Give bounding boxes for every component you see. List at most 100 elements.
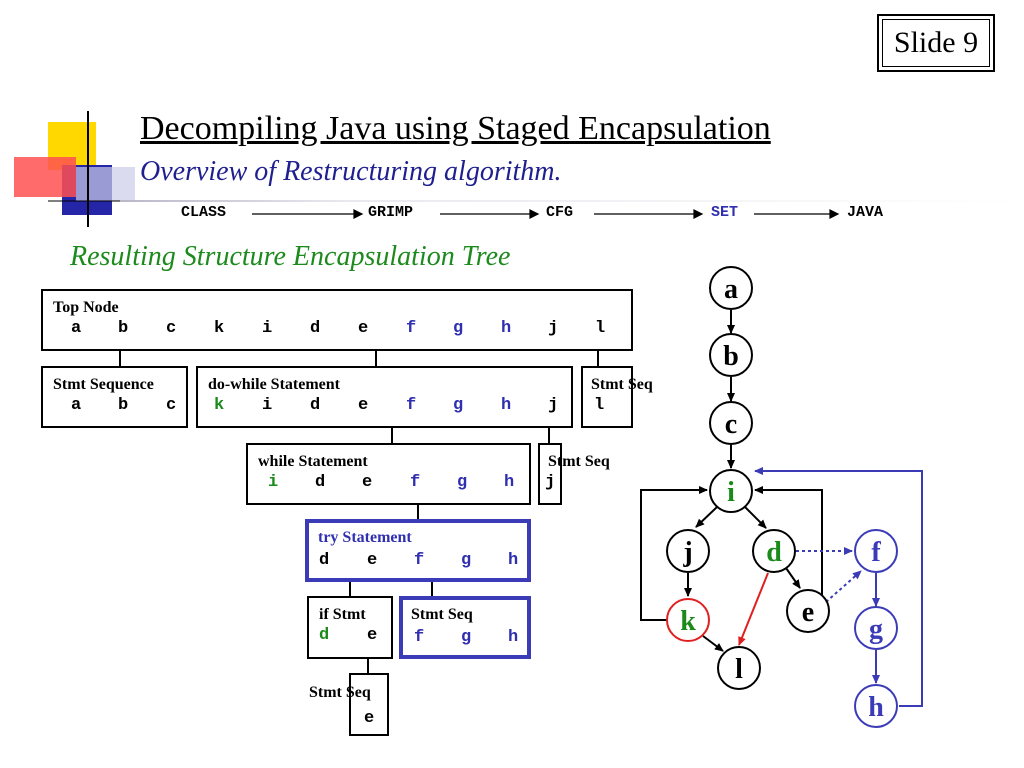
node-e: e <box>362 473 373 492</box>
tree-node-try-label: try Statement <box>318 529 412 546</box>
node-k: k <box>214 319 225 338</box>
page-title: Decompiling Java using Staged Encapsulat… <box>140 110 771 147</box>
tree-node-stmt-seq-l-nodes: l <box>583 396 631 420</box>
cfg-node-j: j <box>666 529 710 573</box>
tree-node-stmt-seq-e-label: Stmt Seq <box>309 684 371 701</box>
node-j: j <box>545 473 556 492</box>
tree-node-stmt-seq-j-label: Stmt Seq <box>548 453 610 470</box>
node-l: l <box>595 319 606 338</box>
node-d: d <box>319 626 330 645</box>
tree-node-while-nodes: i d e f g h <box>248 473 529 497</box>
tree-node-stmt-seq-fgh: Stmt Seq f g h <box>399 596 531 659</box>
control-flow-graph: a b c i j d f k e g l h <box>640 266 923 728</box>
svg-text:d: d <box>766 537 782 568</box>
svg-text:e: e <box>802 597 814 628</box>
node-c: c <box>166 319 177 338</box>
cfg-node-g: g <box>854 606 898 650</box>
pipeline-stage-class: CLASS <box>181 204 227 221</box>
node-h: h <box>508 551 519 570</box>
cfg-node-k: k <box>666 598 710 642</box>
pipeline-stage-grimp: GRIMP <box>368 204 414 221</box>
tree-node-top-nodes: a b c k i d e f g h j l <box>43 319 631 343</box>
tree-node-stmt-seq-fgh-label: Stmt Seq <box>411 606 473 623</box>
node-j: j <box>548 319 559 338</box>
tree-node-stmt-seq-j: j <box>538 443 562 505</box>
tree-node-while: while Statement i d e f g h <box>246 443 531 505</box>
node-d: d <box>310 396 321 415</box>
pipeline-arrows <box>252 209 840 219</box>
tree-node-stmt-seq-e: e <box>349 673 389 736</box>
page-subtitle: Overview of Restructuring algorithm. <box>140 156 562 187</box>
slide-number-box: Slide 9 <box>877 14 995 72</box>
edge-h-i-back <box>754 467 923 707</box>
svg-text:a: a <box>724 274 738 305</box>
node-g: g <box>453 319 464 338</box>
svg-text:b: b <box>723 341 739 372</box>
tree-node-stmt-seq-l-label: Stmt Seq <box>591 376 653 393</box>
tree-node-top: Top Node a b c k i d e f g h j l <box>41 289 633 351</box>
pipeline-bar: CLASS GRIMP CFG SET JAVA <box>0 200 1024 230</box>
edge-k-l <box>702 635 724 652</box>
cfg-node-b: b <box>709 333 753 377</box>
node-i: i <box>268 473 279 492</box>
edge-d-l <box>738 572 769 646</box>
node-e: e <box>358 319 369 338</box>
svg-text:k: k <box>680 606 696 637</box>
pipeline-stage-set: SET <box>711 204 739 221</box>
node-h: h <box>508 628 519 647</box>
node-g: g <box>461 551 472 570</box>
tree-node-try: try Statement d e f g h <box>305 519 531 582</box>
node-a: a <box>71 319 82 338</box>
edge-k-i-back <box>640 486 708 621</box>
tree-node-stmt-sequence-nodes: a b c <box>43 396 186 420</box>
tree-connectors <box>119 350 599 674</box>
node-k: k <box>214 396 225 415</box>
svg-text:h: h <box>868 692 884 723</box>
svg-text:g: g <box>869 614 883 645</box>
slide-number: Slide 9 <box>882 19 990 67</box>
tree-node-if-nodes: d e <box>309 626 391 650</box>
node-h: h <box>504 473 515 492</box>
section-heading: Resulting Structure Encapsulation Tree <box>70 241 511 272</box>
pipeline-stage-cfg: CFG <box>546 204 574 221</box>
edge-e-f <box>825 570 862 603</box>
cfg-node-d: d <box>752 529 796 573</box>
tree-node-stmt-sequence-label: Stmt Sequence <box>53 376 154 393</box>
node-j: j <box>548 396 559 415</box>
node-i: i <box>262 396 273 415</box>
cfg-node-l: l <box>717 646 761 690</box>
node-f: f <box>406 319 417 338</box>
tree-node-stmt-sequence: Stmt Sequence a b c <box>41 366 188 428</box>
node-b: b <box>118 319 129 338</box>
node-l: l <box>594 396 605 415</box>
node-e: e <box>364 709 375 728</box>
tree-node-try-nodes: d e f g h <box>309 551 527 575</box>
node-c: c <box>166 396 177 415</box>
node-d: d <box>310 319 321 338</box>
node-g: g <box>461 628 472 647</box>
node-e: e <box>367 626 378 645</box>
tree-node-stmt-seq-j-nodes: j <box>540 473 560 497</box>
cfg-node-f: f <box>854 529 898 573</box>
edge-i-d <box>744 506 767 529</box>
tree-node-top-label: Top Node <box>53 299 119 316</box>
tree-node-do-while-nodes: k i d e f g h j <box>198 396 571 420</box>
cfg-node-a: a <box>709 266 753 310</box>
tree-node-do-while-label: do-while Statement <box>208 376 340 393</box>
edge-i-j <box>695 506 718 528</box>
tree-node-if-label: if Stmt <box>319 606 366 623</box>
tree-node-stmt-seq-fgh-nodes: f g h <box>403 628 527 652</box>
node-h: h <box>501 396 512 415</box>
cfg-node-i: i <box>709 469 753 513</box>
svg-text:i: i <box>727 477 735 508</box>
node-g: g <box>453 396 464 415</box>
node-f: f <box>414 628 425 647</box>
node-d: d <box>319 551 330 570</box>
cfg-node-e: e <box>786 589 830 633</box>
pipeline-stage-java: JAVA <box>847 204 884 221</box>
tree-node-while-label: while Statement <box>258 453 368 470</box>
node-a: a <box>71 396 82 415</box>
svg-text:c: c <box>725 409 737 440</box>
cfg-node-h: h <box>854 684 898 728</box>
tree-node-if: if Stmt d e <box>307 596 393 659</box>
